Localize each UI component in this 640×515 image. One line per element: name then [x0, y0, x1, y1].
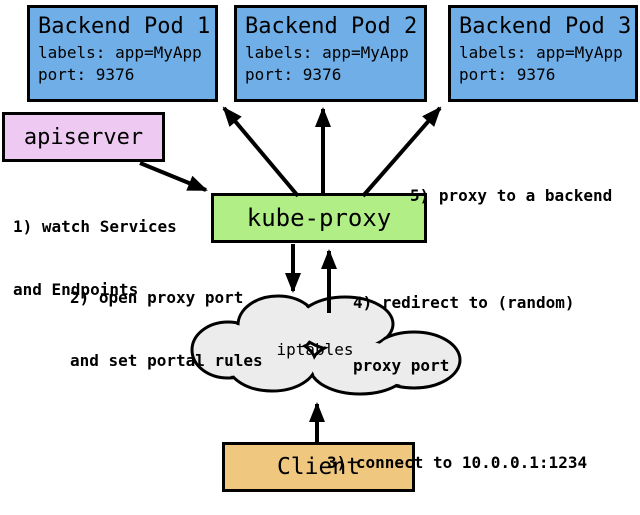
pod-title: Backend Pod 3 [459, 14, 632, 39]
apiserver-label: apiserver [23, 124, 144, 150]
kube-proxy-label: kube-proxy [246, 204, 392, 232]
pod-title: Backend Pod 1 [38, 14, 211, 39]
kube-proxy-userspace-diagram: Backend Pod 1 labels: app=MyApp port: 93… [2, 5, 638, 492]
annotation-step-3-line-1: 3) connect to 10.0.0.1:1234 [327, 453, 588, 472]
iptables-label: iptables [276, 340, 354, 359]
pod-port-line: port: 9376 [245, 65, 342, 84]
arrow-kube-proxy-to-pod-3 [361, 106, 442, 198]
pod-title: Backend Pod 2 [245, 14, 418, 39]
pod-labels-line: labels: app=MyApp [38, 43, 202, 62]
annotation-step-4-line-2: proxy port [353, 356, 450, 375]
annotation-step-4-line-1: 4) redirect to (random) [353, 293, 575, 312]
iptables-cloud [190, 294, 462, 396]
backend-pod-2-box: Backend Pod 2 labels: app=MyApp port: 93… [234, 5, 427, 102]
arrows-and-cloud-layer [139, 106, 462, 443]
backend-pod-3-box: Backend Pod 3 labels: app=MyApp port: 93… [448, 5, 638, 102]
client-box: Client [222, 442, 415, 492]
annotation-step-4: 4) redirect to (random) proxy port [353, 250, 575, 418]
backend-pod-1-box: Backend Pod 1 labels: app=MyApp port: 93… [27, 5, 218, 102]
annotation-step-1-line-1: 1) watch Services [13, 217, 177, 236]
annotation-step-1: 1) watch Services and Endpoints [13, 174, 177, 342]
arrow-apiserver-to-kube-proxy [139, 161, 208, 192]
arrow-kube-proxy-to-pod-1 [222, 106, 300, 198]
pod-port-line: port: 9376 [38, 65, 135, 84]
annotation-step-2: 2) open proxy port and set portal rules [70, 245, 263, 413]
pod-port-line: port: 9376 [459, 65, 556, 84]
annotation-step-2-line-1: 2) open proxy port [70, 288, 244, 307]
annotation-step-1-line-2: and Endpoints [13, 280, 139, 299]
annotation-step-5-line-1: 5) proxy to a backend [410, 186, 613, 205]
client-label: Client [276, 454, 361, 480]
pod-labels-line: labels: app=MyApp [459, 43, 623, 62]
annotation-step-2-line-2: and set portal rules [70, 351, 263, 370]
pod-labels-line: labels: app=MyApp [245, 43, 409, 62]
annotation-step-5: 5) proxy to a backend [410, 143, 612, 248]
annotation-step-3: 3) connect to 10.0.0.1:1234 [327, 410, 587, 515]
kube-proxy-box: kube-proxy [211, 193, 427, 243]
apiserver-box: apiserver [2, 112, 165, 162]
